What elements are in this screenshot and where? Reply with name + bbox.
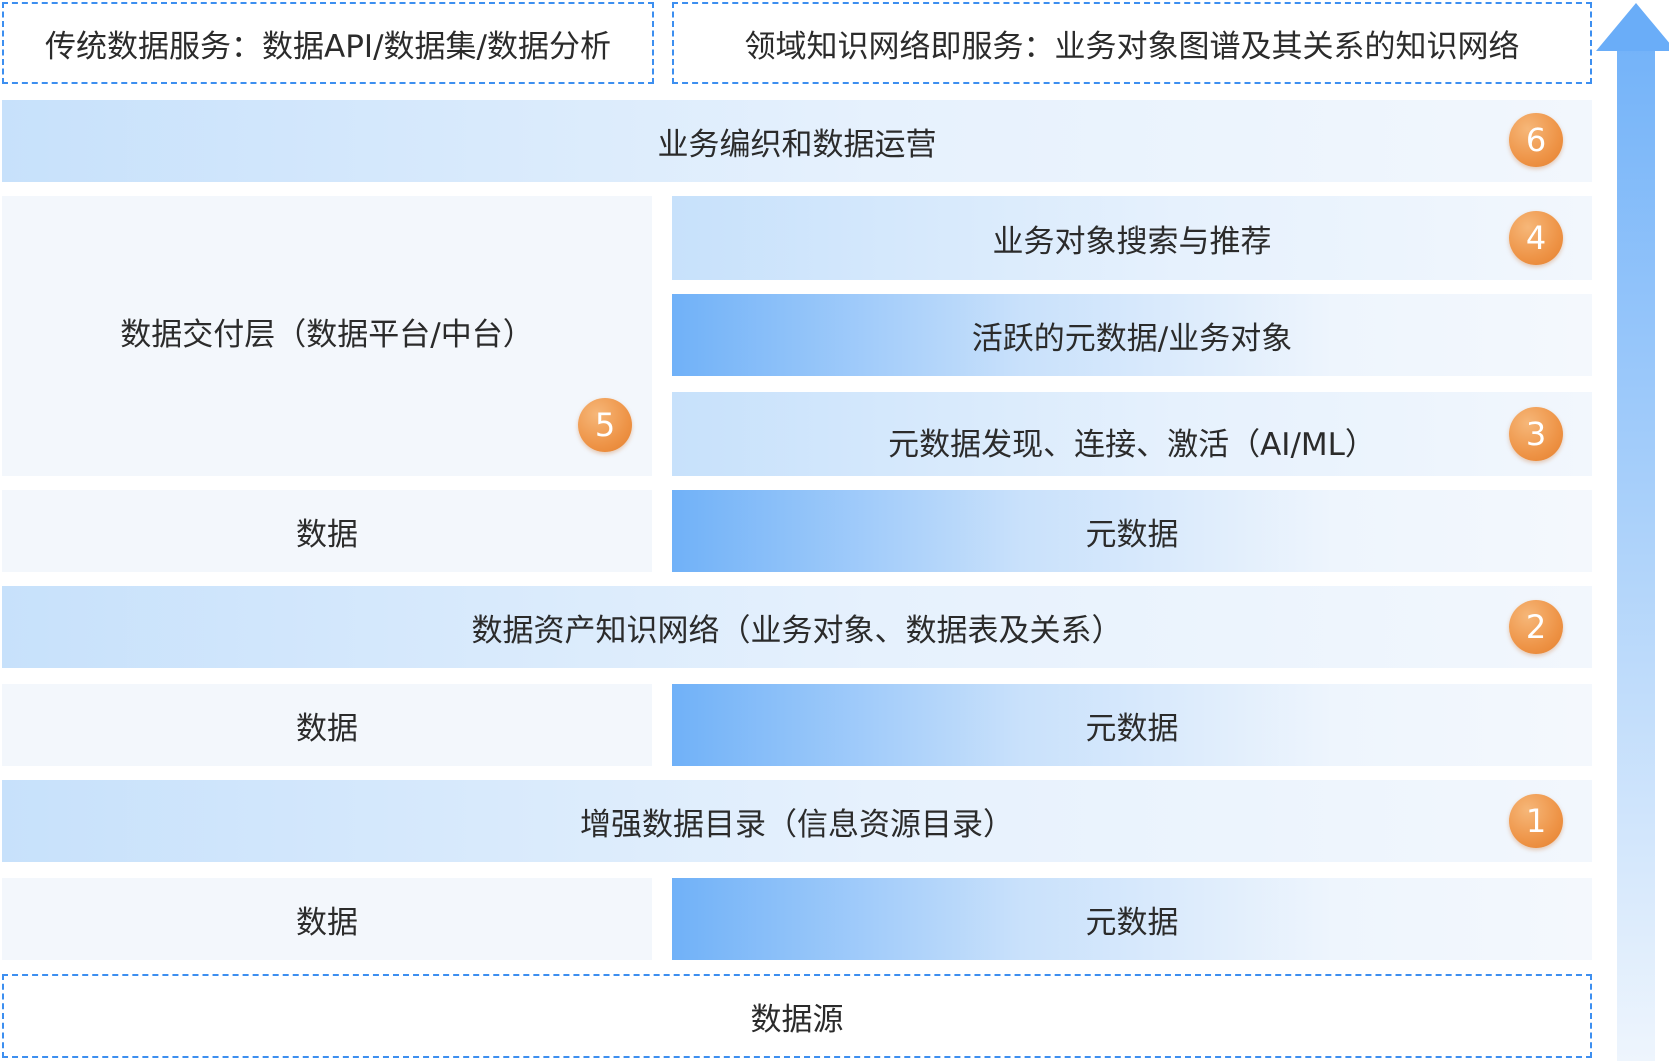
badge-6: 6 bbox=[1509, 113, 1563, 167]
data-source-box: 数据源 bbox=[2, 974, 1592, 1058]
metadata-discovery-label: 元数据发现、连接、激活（AI/ML） bbox=[888, 426, 1376, 463]
active-metadata-layer: 活跃的元数据/业务对象 bbox=[672, 294, 1592, 376]
knowledge-network-service-label: 领域知识网络即服务：业务对象图谱及其关系的知识网络 bbox=[744, 28, 1520, 65]
badge-5: 5 bbox=[578, 398, 632, 452]
search-recommend-layer: 业务对象搜索与推荐 bbox=[672, 196, 1592, 280]
badge-1: 1 bbox=[1509, 794, 1563, 848]
data-cell-3: 数据 bbox=[2, 878, 652, 960]
asset-network-label: 数据资产知识网络（业务对象、数据表及关系） bbox=[471, 612, 1123, 649]
metadata-cell-1: 元数据 bbox=[672, 490, 1592, 572]
data-cell-2: 数据 bbox=[2, 684, 652, 766]
knowledge-network-service-box: 领域知识网络即服务：业务对象图谱及其关系的知识网络 bbox=[672, 2, 1592, 84]
active-metadata-label: 活跃的元数据/业务对象 bbox=[971, 320, 1293, 357]
badge-4: 4 bbox=[1509, 211, 1563, 265]
metadata-cell-3: 元数据 bbox=[672, 878, 1592, 960]
orchestration-layer: 业务编织和数据运营 bbox=[2, 100, 1592, 182]
traditional-service-label: 传统数据服务：数据API/数据集/数据分析 bbox=[45, 28, 611, 65]
badge-3: 3 bbox=[1509, 407, 1563, 461]
data-delivery-layer: 数据交付层（数据平台/中台） bbox=[2, 196, 652, 476]
traditional-service-box: 传统数据服务：数据API/数据集/数据分析 bbox=[2, 2, 654, 84]
data-cell-1: 数据 bbox=[2, 490, 652, 572]
badge-2: 2 bbox=[1509, 600, 1563, 654]
data-source-label: 数据源 bbox=[750, 1001, 844, 1038]
asset-network-layer: 数据资产知识网络（业务对象、数据表及关系） bbox=[2, 586, 1592, 668]
upward-arrow-shaft bbox=[1617, 48, 1655, 1061]
catalog-layer: 增强数据目录（信息资源目录） bbox=[2, 780, 1592, 862]
upward-arrow-icon bbox=[1596, 3, 1669, 51]
search-recommend-label: 业务对象搜索与推荐 bbox=[992, 223, 1272, 260]
metadata-discovery-layer: 元数据发现、连接、激活（AI/ML） bbox=[672, 392, 1592, 476]
catalog-label: 增强数据目录（信息资源目录） bbox=[580, 806, 1014, 843]
orchestration-label: 业务编织和数据运营 bbox=[657, 126, 937, 163]
data-delivery-label: 数据交付层（数据平台/中台） bbox=[120, 316, 534, 353]
metadata-cell-2: 元数据 bbox=[672, 684, 1592, 766]
